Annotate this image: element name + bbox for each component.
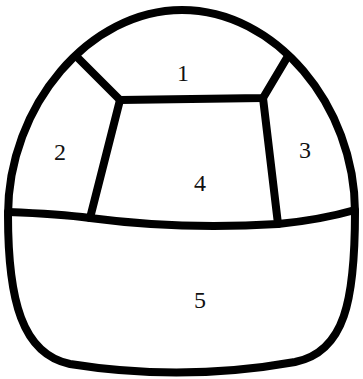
region-1-border [78, 56, 288, 100]
outer-border [8, 10, 355, 373]
region-number: 1 [175, 59, 191, 87]
region-number: 5 [192, 286, 208, 314]
band-border [8, 210, 355, 226]
region-number: 4 [192, 169, 208, 197]
region-2-4-border [90, 100, 120, 218]
region-number: 2 [52, 138, 68, 166]
region-3-4-border [263, 98, 278, 224]
region-number: 3 [297, 136, 313, 164]
